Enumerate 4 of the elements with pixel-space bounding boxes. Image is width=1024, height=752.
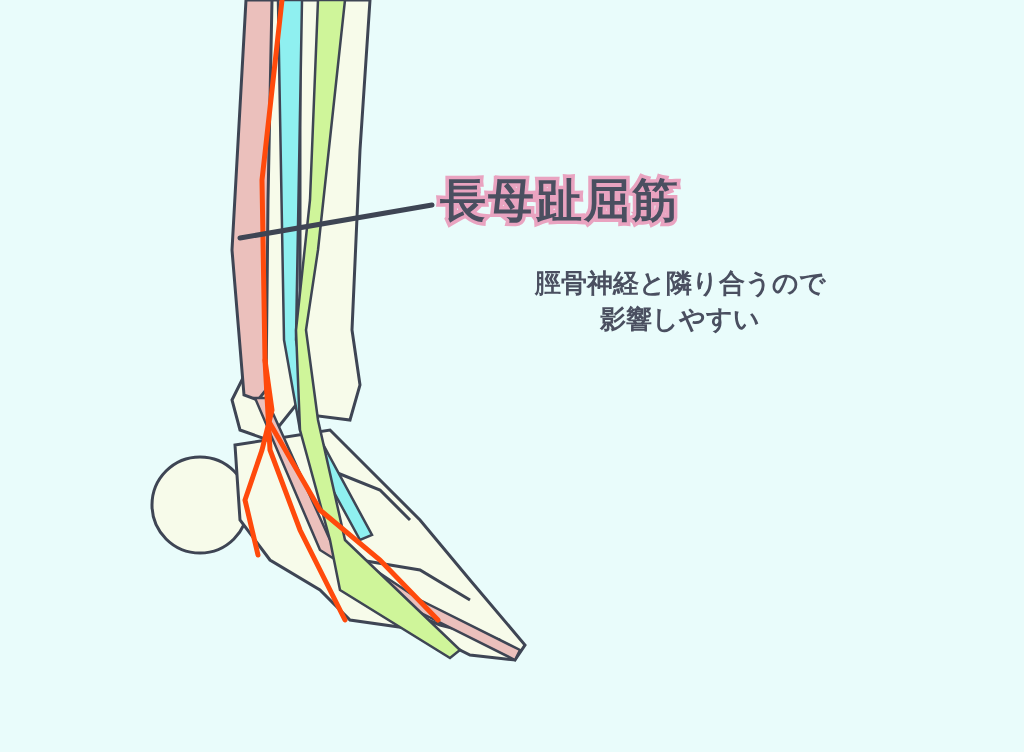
flexor-muscle: [230, 0, 274, 402]
note-text: 脛骨神経と隣り合うので影響しやすい: [533, 267, 827, 336]
leader-line: [237, 202, 435, 241]
muscle-name-label: 長母趾屈筋: [440, 170, 680, 232]
